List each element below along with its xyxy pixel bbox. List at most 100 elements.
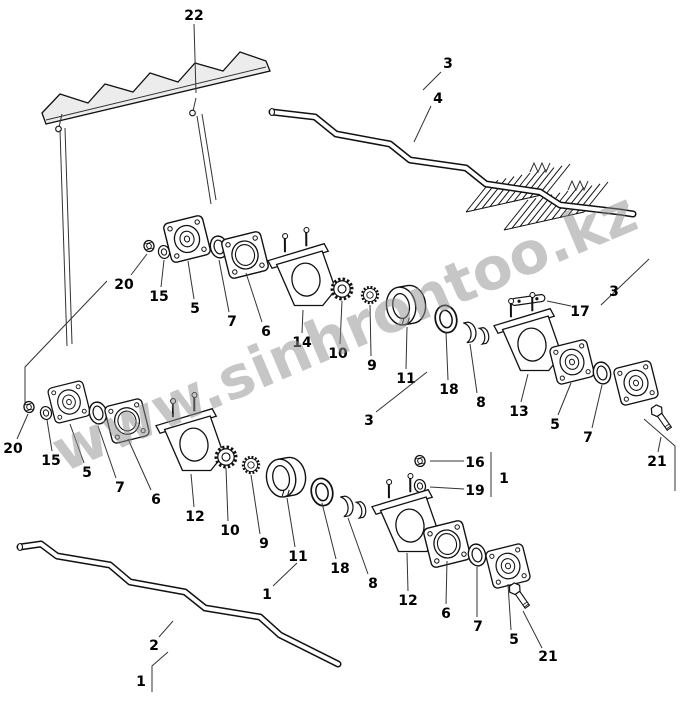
leader-line-17: [546, 300, 572, 307]
leader-line-2: [158, 620, 174, 638]
part-21-bolt: [648, 402, 675, 433]
part-18-ring: [307, 475, 337, 509]
part-label-8: 8: [368, 576, 378, 592]
leader-line-20: [130, 253, 148, 276]
part-label-16: 16: [465, 455, 484, 471]
leader-line-18: [445, 331, 449, 381]
part-21-bolt: [506, 580, 533, 611]
part-5-bearing-flange: [484, 542, 532, 590]
leader-line-13: [520, 373, 529, 403]
leader-line-18: [321, 502, 337, 560]
part-label-1: 1: [136, 674, 146, 690]
part-9-lock-washer: [240, 454, 262, 476]
leader-line-19: [429, 486, 465, 490]
leader-line-5: [69, 423, 85, 464]
spring-symbols: [529, 161, 589, 192]
part-label-19: 19: [465, 483, 484, 499]
part-11-bearing-housing: [262, 454, 310, 500]
part-22-toothed-bar: [41, 51, 271, 347]
part-label-7: 7: [473, 619, 483, 635]
part-label-8: 8: [476, 395, 486, 411]
boundary-marks: [24, 258, 676, 692]
part-label-6: 6: [261, 324, 271, 340]
part-label-21: 21: [647, 454, 666, 470]
leader-line-8: [469, 343, 478, 394]
part-label-11: 11: [396, 371, 415, 387]
part-label-17: 17: [570, 304, 589, 320]
part-label-11: 11: [288, 549, 307, 565]
part-label-9: 9: [367, 358, 377, 374]
leader-line-9: [369, 304, 372, 357]
leader-line-7: [218, 259, 230, 313]
part-7-ring: [590, 359, 614, 387]
hanger-rods: [59, 127, 73, 347]
part-label-21: 21: [538, 649, 557, 665]
part-label-3: 3: [443, 56, 453, 72]
part-label-4: 4: [433, 91, 443, 107]
part-label-5: 5: [190, 301, 200, 317]
leader-line-12: [406, 552, 409, 592]
leader-line-7: [97, 425, 117, 479]
leader-line-20: [16, 413, 29, 440]
leader-line-15: [160, 259, 165, 288]
leader-line-8: [347, 517, 369, 575]
part-label-18: 18: [330, 561, 349, 577]
part-label-5: 5: [509, 632, 519, 648]
leader-line-5: [187, 260, 195, 300]
part-14-bracket: [264, 225, 337, 312]
leader-line-14: [301, 309, 304, 334]
leader-line-6: [445, 560, 448, 605]
part-label-3: 3: [364, 413, 374, 429]
pointer-lines: [196, 113, 217, 205]
part-8-bushing-halves: [462, 318, 491, 348]
part-label-10: 10: [220, 523, 240, 539]
leader-line-11: [405, 326, 408, 370]
part-flange-plate: [612, 359, 660, 407]
leader-line-21: [522, 610, 543, 649]
part-label-1: 1: [499, 471, 509, 487]
leader-line-21: [657, 436, 662, 453]
leader-line-10: [339, 300, 343, 345]
part-label-5: 5: [82, 465, 92, 481]
leader-line-6: [127, 438, 152, 491]
part-labels: 2234201557614109111881731357213201557612…: [3, 8, 666, 690]
part-6-flange: [220, 230, 270, 280]
leader-line-3: [375, 371, 428, 413]
part-label-5: 5: [550, 417, 560, 433]
part-label-9: 9: [259, 536, 269, 552]
part-label-2: 2: [149, 638, 159, 654]
part-7-ring: [465, 541, 489, 569]
part-5-bearing-flange: [548, 338, 596, 386]
part-5-bearing-flange: [162, 214, 212, 264]
part-label-15: 15: [41, 453, 60, 469]
part-6-flange: [422, 519, 472, 569]
part-label-6: 6: [151, 492, 161, 508]
part-3-4-crankshaft: [268, 107, 637, 218]
part-label-6: 6: [441, 606, 451, 622]
part-label-3: 3: [609, 284, 619, 300]
part-17-pin: [510, 293, 546, 307]
leader-line-3: [422, 71, 442, 91]
part-16-nut: [413, 453, 427, 469]
part-label-7: 7: [115, 480, 125, 496]
leader-line-12: [190, 473, 195, 508]
leader-line-7: [591, 384, 603, 429]
stud-ball: [189, 109, 196, 117]
part-label-12: 12: [398, 593, 417, 609]
part-label-15: 15: [149, 289, 168, 305]
part-label-18: 18: [439, 382, 458, 398]
part-1-2-crankshaft: [16, 540, 342, 668]
leader-line-4: [413, 105, 432, 143]
part-label-7: 7: [227, 314, 237, 330]
part-label-13: 13: [509, 404, 528, 420]
leader-line-11: [286, 497, 296, 548]
part-label-12: 12: [185, 509, 204, 525]
part-label-1: 1: [262, 587, 272, 603]
part-label-22: 22: [184, 8, 203, 24]
part-label-20: 20: [114, 277, 134, 293]
leader-line-6: [245, 272, 263, 323]
leader-line-22: [193, 23, 197, 94]
leader-line-10: [225, 467, 229, 522]
leader-line-5: [557, 382, 572, 416]
